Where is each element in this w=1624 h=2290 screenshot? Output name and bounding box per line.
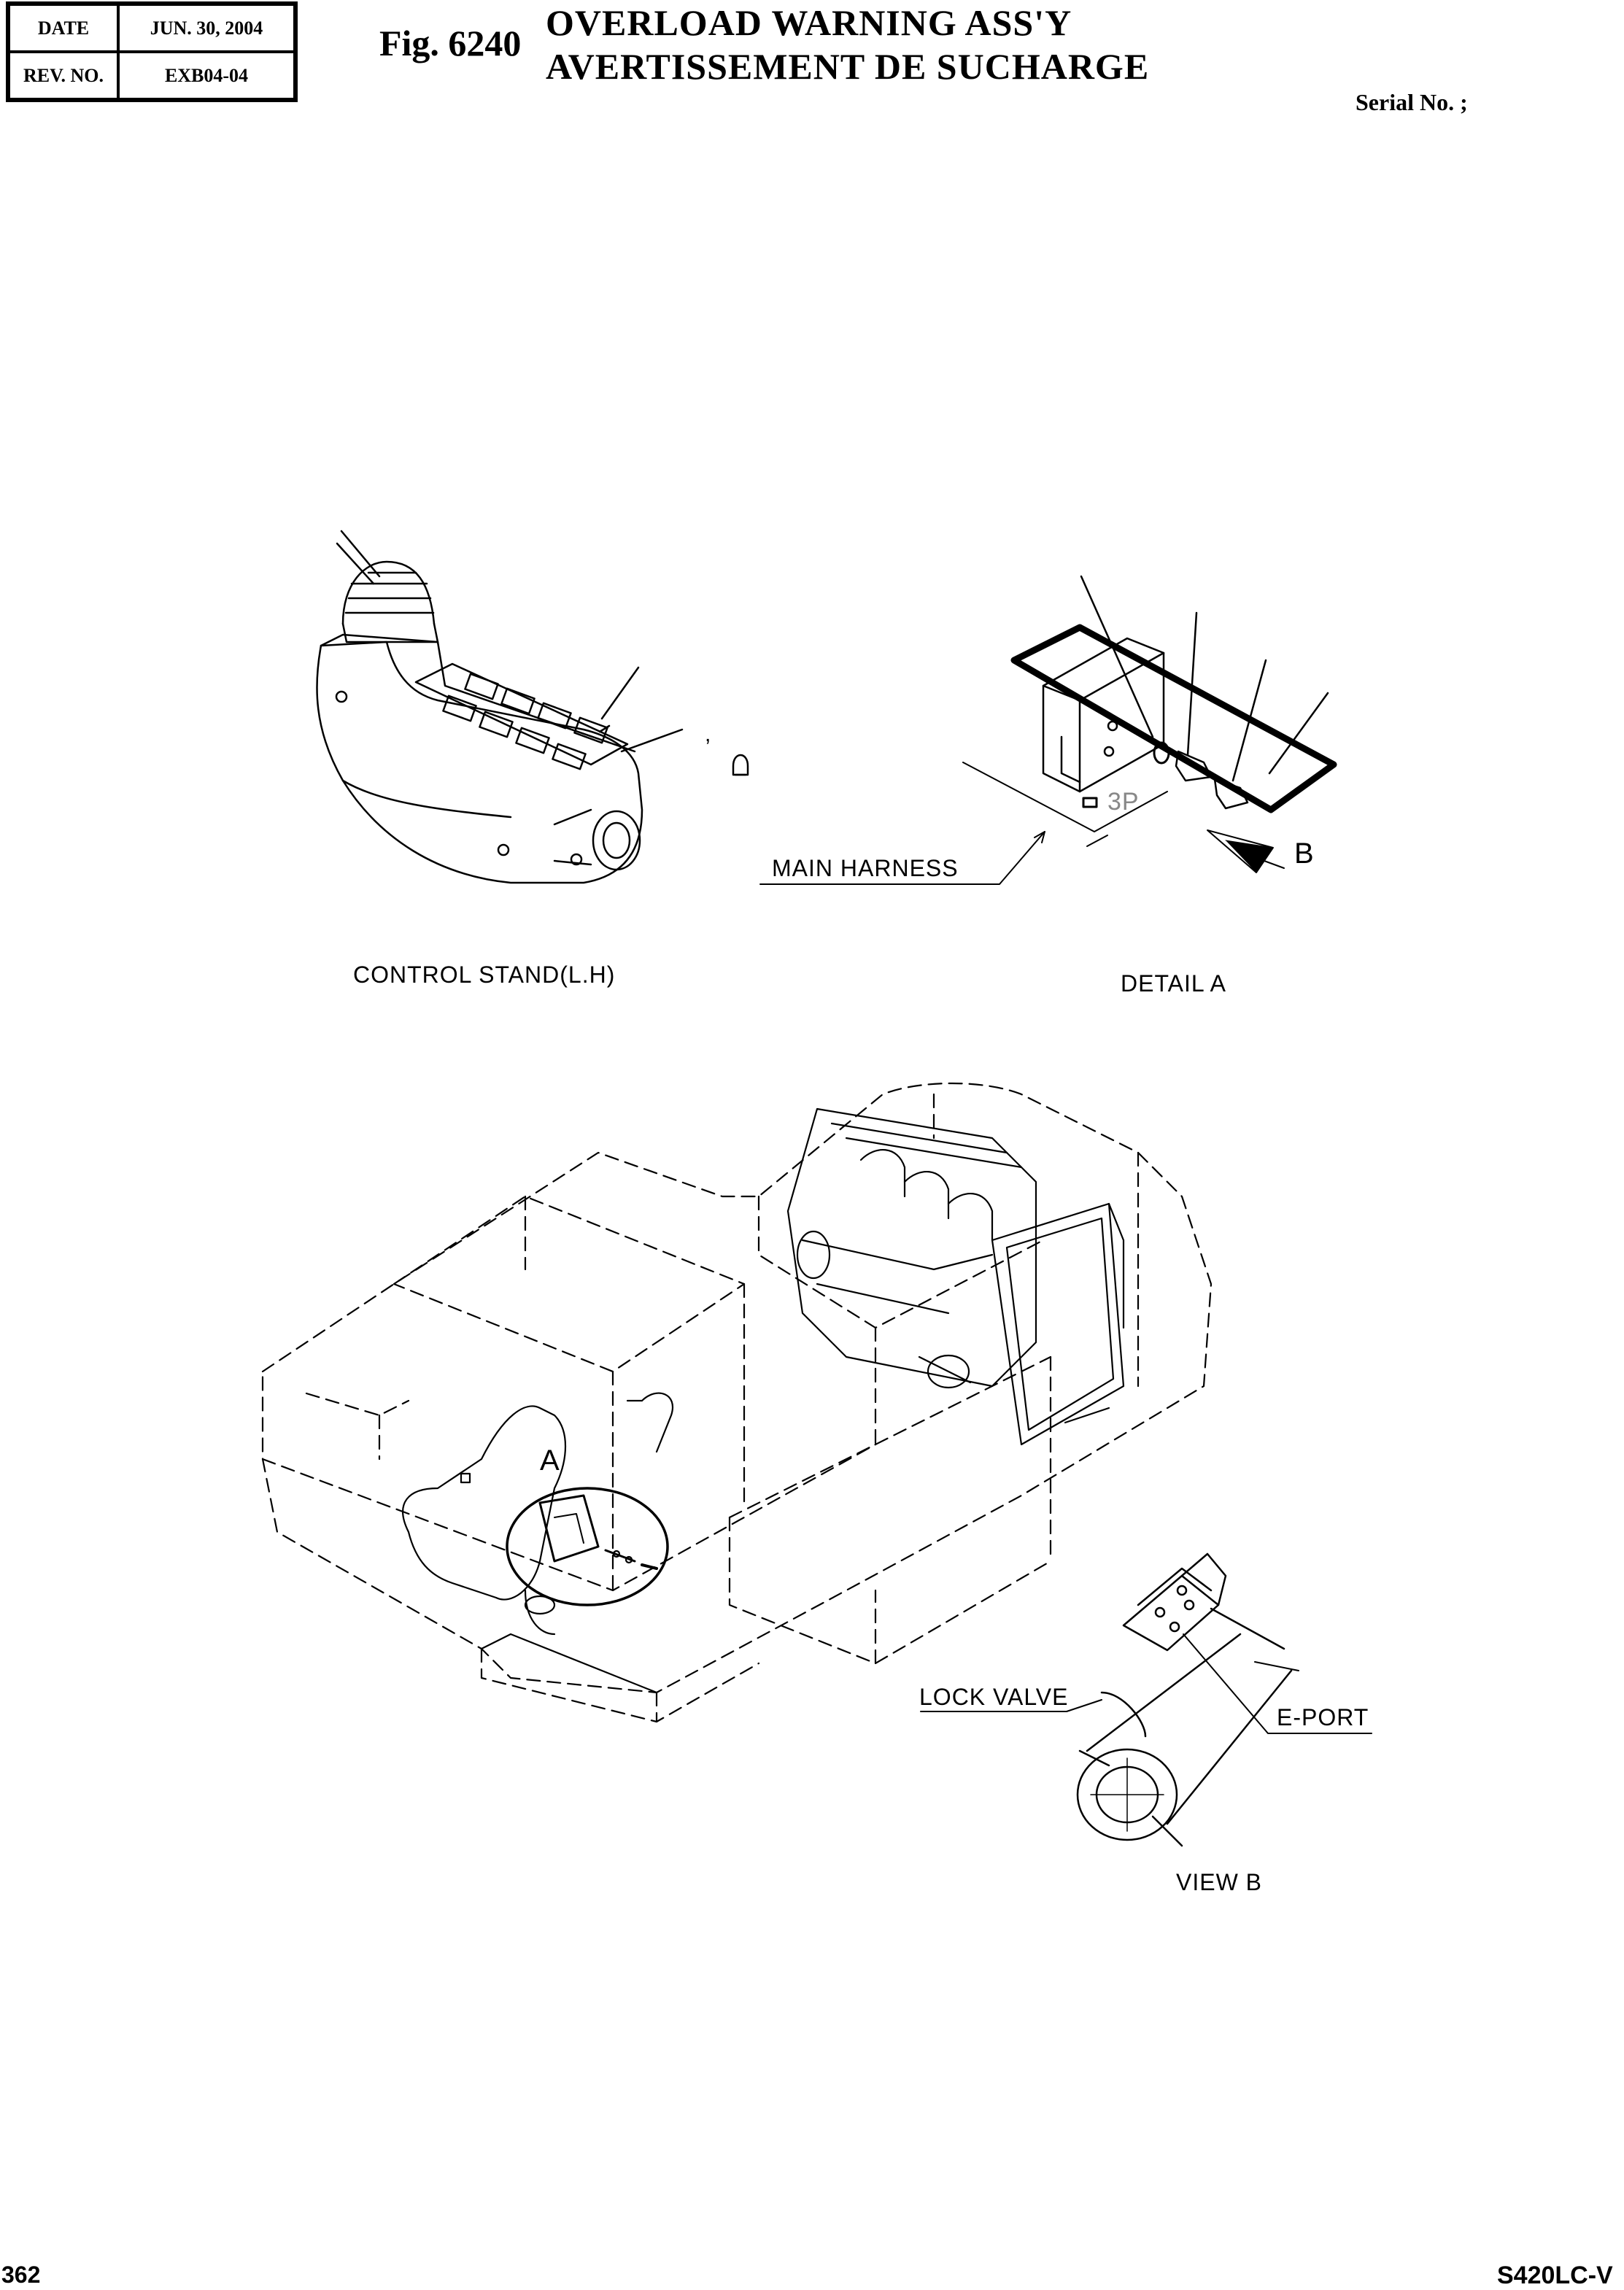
rev-label: REV. NO. xyxy=(9,52,118,99)
view-b-marker: B xyxy=(1294,838,1315,870)
machine-overview-illustration xyxy=(261,1082,1213,1723)
comma-mark: , xyxy=(705,722,712,746)
view-b-illustration xyxy=(920,1552,1372,1847)
date-value: JUN. 30, 2004 xyxy=(118,4,295,52)
serial-number-label: Serial No. ; xyxy=(1356,89,1468,115)
detail-a-illustration xyxy=(759,575,1337,885)
date-label: DATE xyxy=(9,4,118,52)
control-stand-label: CONTROL STAND(L.H) xyxy=(353,962,616,988)
figure-title-french: AVERTISSEMENT DE SUCHARGE xyxy=(546,46,1150,87)
detail-a-label: DETAIL A xyxy=(1121,970,1226,997)
model-code: S420LC-V xyxy=(1497,2262,1613,2289)
view-b-label: VIEW B xyxy=(1176,1869,1263,1895)
rev-value: EXB04-04 xyxy=(118,52,295,99)
e-port-label: E-PORT xyxy=(1277,1704,1369,1730)
lock-valve-label: LOCK VALVE xyxy=(919,1684,1069,1710)
page-number: 362 xyxy=(1,2262,41,2288)
main-harness-label: MAIN HARNESS xyxy=(772,855,959,881)
revision-table: DATE JUN. 30, 2004 REV. NO. EXB04-04 xyxy=(6,1,298,102)
figure-title-english: OVERLOAD WARNING ASS'Y xyxy=(546,2,1072,43)
control-stand-illustration xyxy=(316,530,749,884)
detail-a-marker: A xyxy=(540,1444,560,1477)
connector-3p-label: 3P xyxy=(1107,788,1140,816)
figure-number: Fig. 6240 xyxy=(379,23,522,63)
